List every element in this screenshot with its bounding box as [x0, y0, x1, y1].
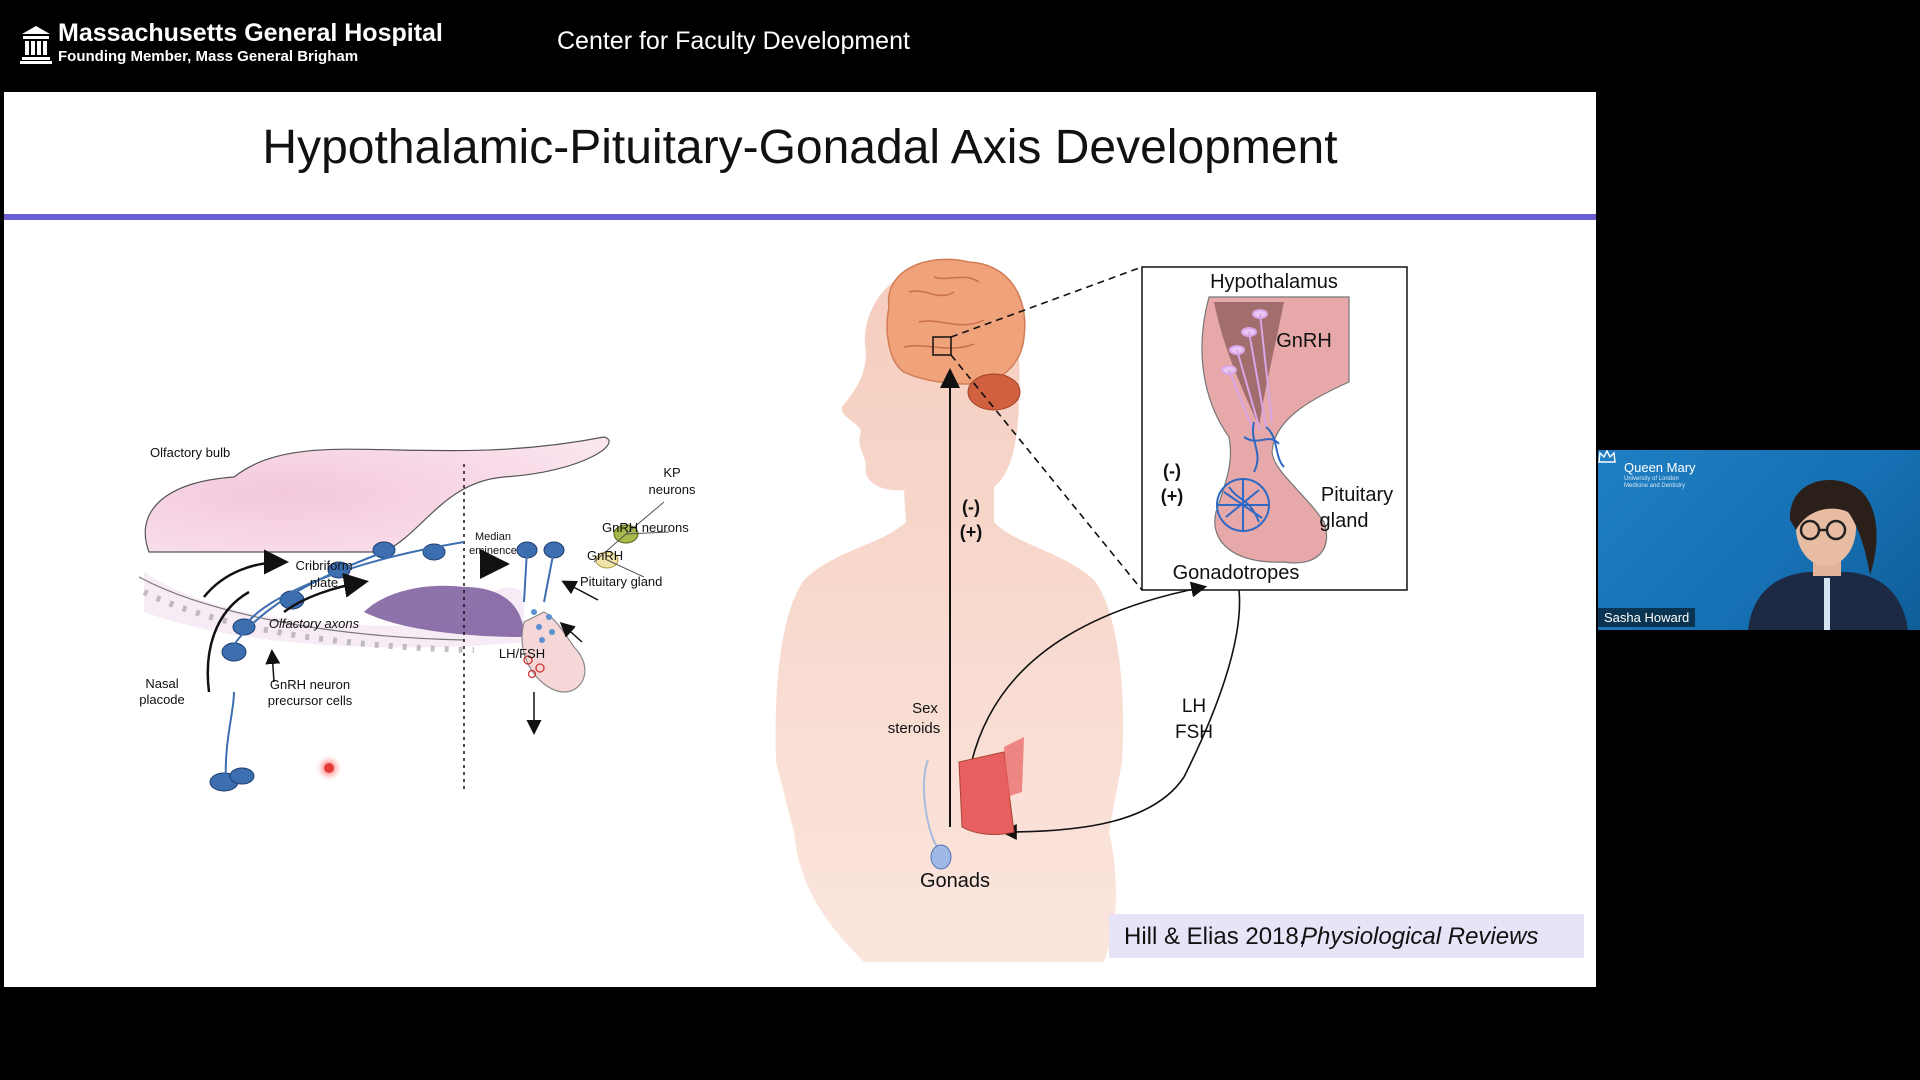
label-olfactory-bulb: Olfactory bulb [150, 445, 230, 460]
label-gnrh-neurons: GnRH neurons [602, 520, 689, 535]
institution-name: Queen Mary [1624, 460, 1696, 475]
label-fsh: FSH [1175, 722, 1213, 743]
label-lh-fsh-left: LH/FSH [499, 646, 545, 661]
center-title: Center for Faculty Development [557, 27, 910, 55]
label-nasal-line1: Nasal [145, 676, 178, 691]
label-sex-line2: steroids [888, 720, 941, 737]
label-median-line1: Median [475, 531, 511, 543]
label-gonadotropes: Gonadotropes [1173, 562, 1300, 584]
top-banner: Massachusetts General Hospital Founding … [0, 0, 1920, 92]
title-divider [4, 214, 1596, 220]
building-columns-icon [20, 26, 52, 64]
presentation-slide: Hypothalamic-Pituitary-Gonadal Axis Deve… [4, 92, 1596, 987]
citation-authors: Hill & Elias 2018, [1124, 923, 1306, 950]
label-box-pos: (+) [1161, 486, 1184, 506]
participant-name-label: Sasha Howard [1598, 608, 1696, 627]
label-kp-line1: KP [663, 465, 680, 480]
speaker-video [1748, 480, 1908, 630]
label-pituitary-line1: Pituitary [1321, 484, 1393, 506]
label-box-neg: (-) [1163, 461, 1181, 481]
label-cribriform-line1: Cribriform [295, 558, 352, 573]
slide-title: Hypothalamic-Pituitary-Gonadal Axis Deve… [262, 121, 1338, 174]
label-pituitary-line2: gland [1320, 510, 1369, 532]
label-body-neg: (-) [962, 497, 980, 517]
citation-box: Hill & Elias 2018, Physiological Reviews [1109, 914, 1584, 958]
label-olfactory-axons: Olfactory axons [269, 616, 360, 631]
label-gnrh-right: GnRH [1276, 330, 1332, 352]
label-kp-line2: neurons [649, 482, 696, 497]
label-precursor-line2: precursor cells [268, 693, 353, 708]
label-precursor-line1: GnRH neuron [270, 677, 350, 692]
label-gonads: Gonads [920, 870, 990, 892]
label-lh: LH [1182, 696, 1206, 717]
institution-sub1: University of London [1624, 476, 1679, 482]
label-cribriform-line2: plate [310, 575, 338, 590]
hpg-axis-figure: Olfactory bulb KP neurons GnRH neurons M… [138, 258, 1408, 962]
label-hypothalamus: Hypothalamus [1210, 271, 1338, 293]
hospital-name: Massachusetts General Hospital [58, 19, 443, 47]
label-gnrh-left: GnRH [587, 548, 623, 563]
institution-sub2: Medicine and Dentistry [1624, 483, 1686, 489]
hpg-feedback-diagram: Hypothalamus GnRH (-) (+) Pituitary glan… [775, 258, 1408, 962]
label-nasal-line2: placode [139, 692, 185, 707]
crown-icon [1598, 450, 1616, 463]
label-body-pos: (+) [960, 522, 983, 542]
label-pituitary-left: Pituitary gland [580, 574, 662, 589]
gnrh-migration-diagram: Olfactory bulb KP neurons GnRH neurons M… [138, 436, 696, 792]
label-sex-line1: Sex [912, 700, 938, 717]
label-median-line2: eminence [469, 545, 517, 557]
hospital-subtitle: Founding Member, Mass General Brigham [58, 48, 359, 65]
laser-pointer-dot [324, 763, 334, 773]
participant-video-tile[interactable]: Queen Mary University of London Medicine… [1598, 450, 1920, 630]
citation-journal: Physiological Reviews [1301, 923, 1539, 950]
